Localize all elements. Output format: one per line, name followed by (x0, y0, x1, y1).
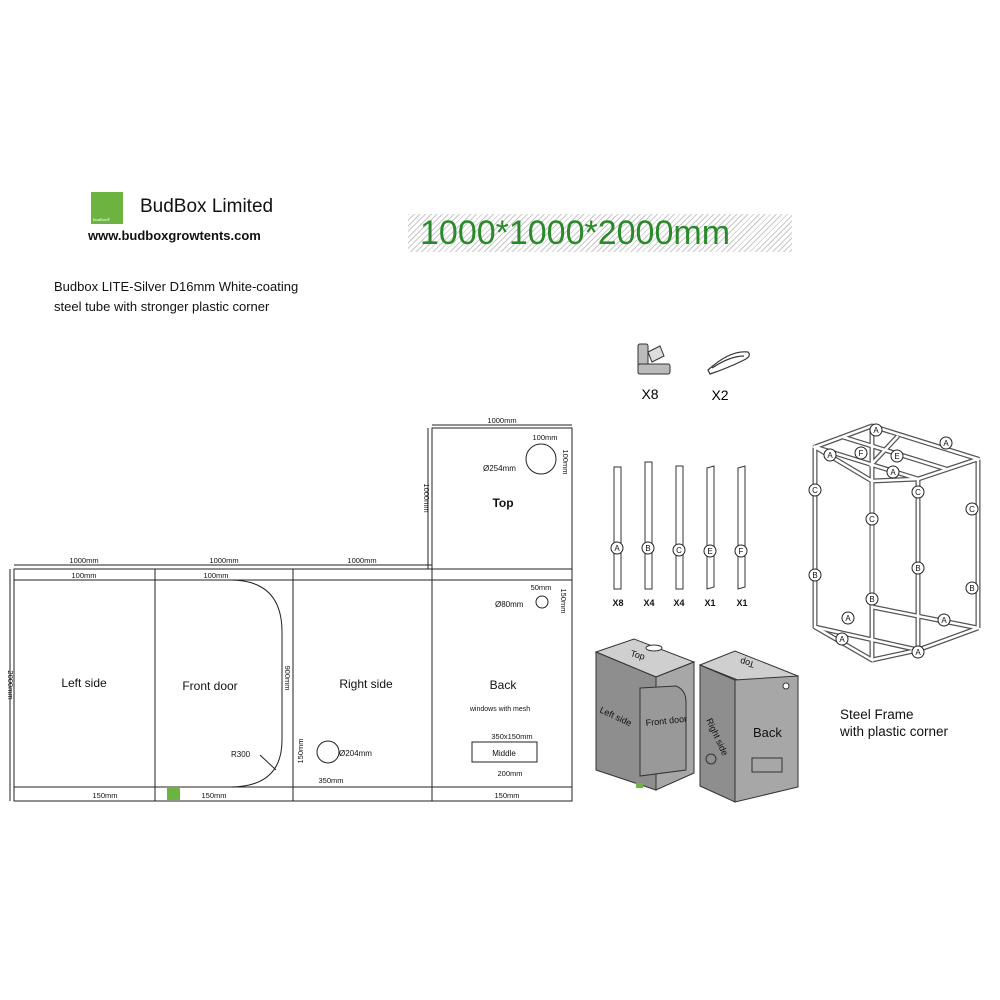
dim-width-right: 1000mm (347, 556, 376, 565)
frame-label: A (827, 451, 833, 460)
strap-icon (707, 351, 750, 375)
dim-top-port-offset-v: 100mm (561, 449, 570, 474)
frame-label: A (890, 468, 896, 477)
door-zipper (155, 579, 283, 788)
pole-letter: F (739, 547, 744, 556)
dimensions-banner: 1000*1000*2000mm (408, 214, 792, 252)
pole-qty: X4 (643, 598, 654, 608)
dim-right-port-offset-v: 150mm (296, 738, 305, 763)
dim-height-top: 1000mm (422, 483, 431, 512)
dim-strip-left: 100mm (71, 571, 96, 580)
dim-bottom-front: 150mm (201, 791, 226, 800)
strap-qty: X2 (711, 387, 728, 403)
frame-label: B (915, 564, 920, 573)
dim-width-top: 1000mm (487, 416, 516, 425)
tent-pattern (9, 424, 573, 802)
dim-top-port-offset: 100mm (532, 433, 557, 442)
tent-front-view (594, 638, 696, 791)
frame-label: E (894, 452, 899, 461)
frame-label: C (915, 488, 921, 497)
dim-height-total: 2000mm (6, 670, 15, 699)
pole-letter-badges (610, 541, 748, 558)
dim-right-port-bottom: 350mm (318, 776, 343, 785)
pole-qty: X1 (704, 598, 715, 608)
dim-back-port-offset-v: 150mm (559, 588, 568, 613)
frame-label: C (869, 515, 875, 524)
panel-label-top: Top (492, 496, 513, 510)
window-bottom: 200mm (497, 769, 522, 778)
window-note: windows with mesh (469, 706, 530, 713)
frame-label: A (915, 648, 921, 657)
pole-F (737, 465, 746, 590)
front-view-top-label: Top (629, 648, 646, 661)
frame-label: A (845, 614, 851, 623)
panel-label-right-side: Right side (339, 677, 393, 691)
frame-label: B (969, 584, 974, 593)
description-line-2: steel tube with stronger plastic corner (54, 299, 270, 314)
panel-label-left-side: Left side (61, 676, 107, 690)
frame-label: F (859, 449, 864, 458)
pole-A (613, 466, 622, 590)
pole-letter: B (645, 544, 650, 553)
dim-bottom-back: 150mm (494, 791, 519, 800)
brand-logo: BudBox® (91, 192, 123, 224)
frame-labels: A A F E A A C C C C B B B B A A A A (808, 423, 979, 659)
company-url: www.budboxgrowtents.com (88, 228, 261, 243)
pole-C (675, 465, 684, 590)
corner-qty: X8 (641, 386, 658, 402)
description-line-1: Budbox LITE-Silver D16mm White-coating (54, 279, 299, 294)
panel-label-back: Back (490, 678, 518, 692)
dim-top-port-dia: Ø254mm (483, 464, 516, 473)
frame-label: A (943, 439, 949, 448)
product-description: Budbox LITE-Silver D16mm White-coating s… (54, 277, 394, 317)
dim-back-port-dia: Ø80mm (495, 600, 524, 609)
corner-connector-icon (637, 343, 671, 375)
company-name: BudBox Limited (140, 196, 274, 217)
back-view-label: Back (753, 725, 782, 740)
dim-strip-front: 100mm (203, 571, 228, 580)
window-label: Middle (492, 749, 516, 758)
frame-caption-line-1: Steel Frame (840, 707, 914, 722)
back-vent-port (535, 595, 549, 609)
tent-back-view (698, 650, 800, 803)
frame-label: A (873, 426, 879, 435)
radius-leader (259, 754, 277, 771)
panel-label-front-door: Front door (182, 679, 237, 693)
dim-door-radius: R300 (231, 750, 251, 759)
pole-qty: X8 (612, 598, 623, 608)
top-back-outline (431, 427, 573, 802)
pole-letter: C (676, 546, 682, 555)
dim-bottom-left: 150mm (92, 791, 117, 800)
frame-caption-line-2: with plastic corner (840, 724, 949, 739)
frame-label: A (941, 616, 947, 625)
dim-width-left: 1000mm (69, 556, 98, 565)
pole-letter: E (707, 547, 712, 556)
logo-text: BudBox® (93, 217, 110, 222)
top-vent-port (525, 443, 557, 475)
frame-caption: Steel Frame with plastic corner (840, 706, 948, 740)
front-view-door-label: Front door (645, 714, 687, 728)
pole-qty: X4 (673, 598, 684, 608)
dim-width-front: 1000mm (209, 556, 238, 565)
pole-E (706, 465, 715, 590)
mesh-window (471, 741, 538, 763)
dim-right-port-dia: Ø204mm (339, 749, 372, 758)
pole-letter: A (614, 544, 620, 553)
frame-label: B (869, 595, 874, 604)
side-duct-port (316, 740, 340, 764)
back-view-top-label: Top (739, 656, 756, 669)
poles-group (613, 461, 746, 590)
window-size: 350x150mm (491, 732, 532, 741)
frame-label: C (969, 505, 975, 514)
frame-label: C (812, 486, 818, 495)
frame-label: B (812, 571, 817, 580)
dim-door-side: 900mm (283, 665, 292, 690)
pole-qty: X1 (736, 598, 747, 608)
brand-tag (167, 788, 180, 800)
dim-back-port-offset: 50mm (531, 583, 552, 592)
frame-label: A (839, 635, 845, 644)
pole-B (644, 461, 653, 590)
